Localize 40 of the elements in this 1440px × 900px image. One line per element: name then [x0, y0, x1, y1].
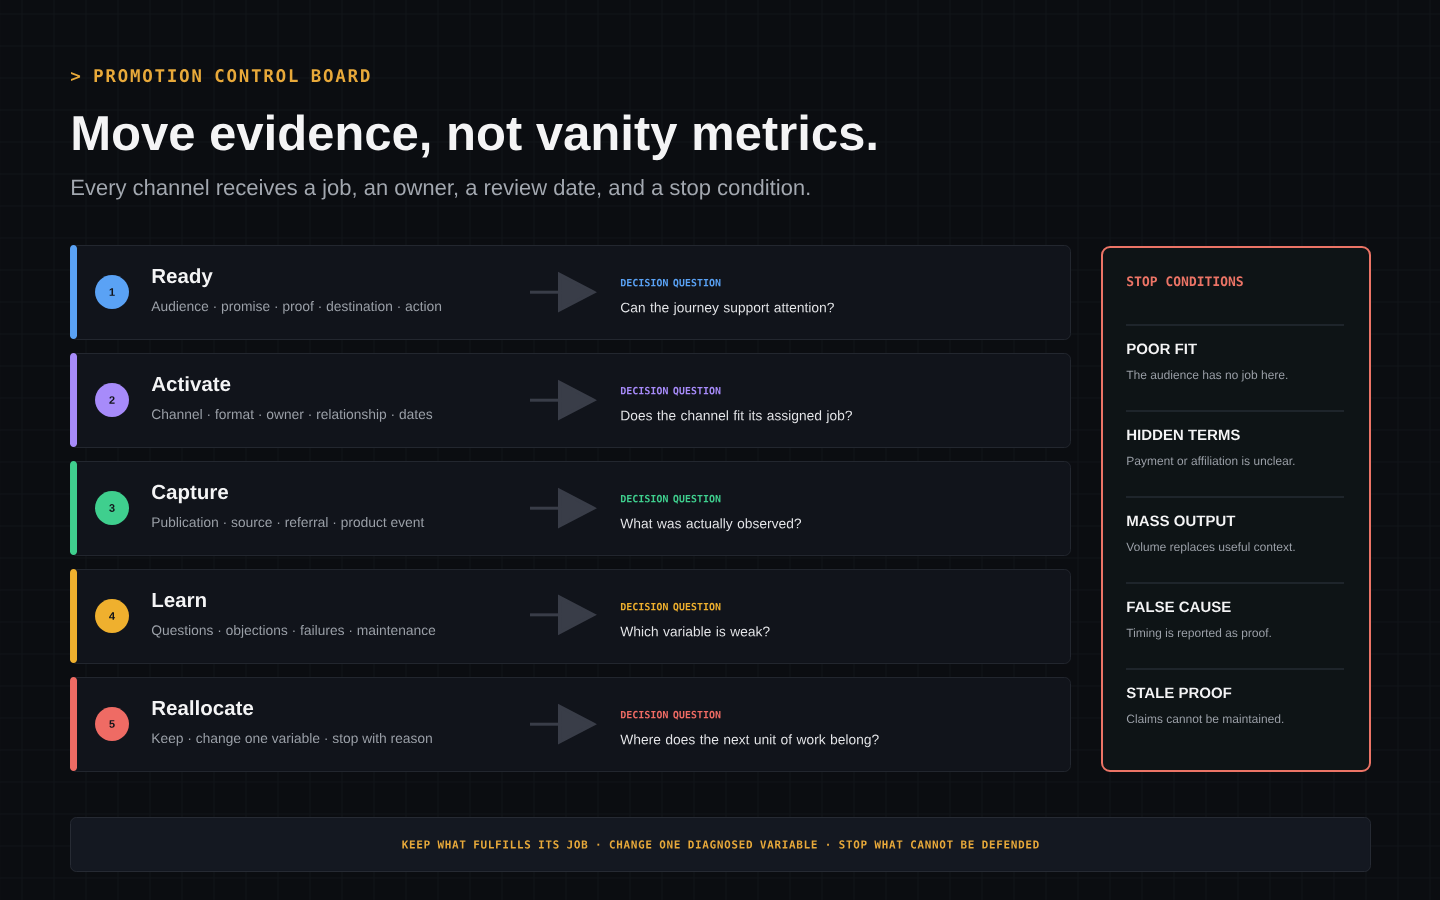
question-label: DECISION QUESTION: [620, 710, 721, 720]
condition-text: Claims cannot be maintained.: [1126, 714, 1284, 724]
panel-heading: STOP CONDITIONS: [1127, 276, 1243, 287]
question-text: Does the channel fit its assigned job?: [621, 410, 852, 424]
question-label: DECISION QUESTION: [620, 494, 721, 504]
question-label: DECISION QUESTION: [620, 602, 721, 612]
question-text: Can the journey support attention?: [621, 302, 834, 316]
number-badge: 5: [95, 707, 129, 741]
condition-title: POOR FIT: [1127, 343, 1197, 355]
stage-items: Publication · source · referral · product event: [152, 517, 425, 530]
condition-text: The audience has no job here.: [1126, 370, 1288, 382]
kicker-text: > PROMOTION CONTROL BOARD: [71, 69, 370, 83]
banner: KEEP WHAT FULFILLS ITS JOB · CHANGE ONE DIAGNOSED VARIABLE · STOP WHAT CANNOT BE DEFENDED: [70, 817, 1371, 872]
condition-title: MASS OUTPUT: [1127, 515, 1236, 527]
number-badge: 1: [95, 275, 129, 309]
number-badge: 2: [95, 383, 129, 417]
stage-title: Reallocate: [152, 700, 254, 716]
stage-title: Learn: [152, 592, 206, 608]
subtitle: Every channel receives a job, an owner, a review date, and a stop condition.: [72, 179, 810, 200]
title: Move evidence, not vanity metrics.: [73, 114, 876, 161]
question-text: Where does the next unit of work belong?: [620, 734, 879, 748]
question-label: DECISION QUESTION: [620, 278, 721, 288]
condition-text: Volume replaces useful context.: [1126, 542, 1295, 554]
question-text: What was actually observed?: [620, 518, 802, 532]
condition-text: Timing is reported as proof.: [1126, 628, 1271, 640]
stage-items: Channel · format · owner · relationship · dates: [152, 409, 433, 422]
stage-title: Capture: [152, 484, 229, 504]
condition-title: FALSE CAUSE: [1127, 601, 1231, 613]
number-badge: 4: [95, 599, 129, 633]
stage-items: Keep · change one variable · stop with reason: [152, 733, 432, 746]
condition-title: STALE PROOF: [1126, 687, 1232, 699]
stage-items: Audience · promise · proof · destination · action: [151, 301, 442, 314]
question-label: DECISION QUESTION: [620, 386, 721, 396]
stage-title: Ready: [152, 268, 213, 288]
condition-title: HIDDEN TERMS: [1127, 429, 1240, 441]
number-badge: 3: [95, 491, 129, 525]
stage-items: Questions · objections · failures · maintenance: [151, 625, 436, 638]
stage-title: Activate: [151, 376, 231, 392]
condition-text: Payment or affiliation is unclear.: [1127, 456, 1295, 468]
question-text: Which variable is weak?: [620, 626, 770, 637]
